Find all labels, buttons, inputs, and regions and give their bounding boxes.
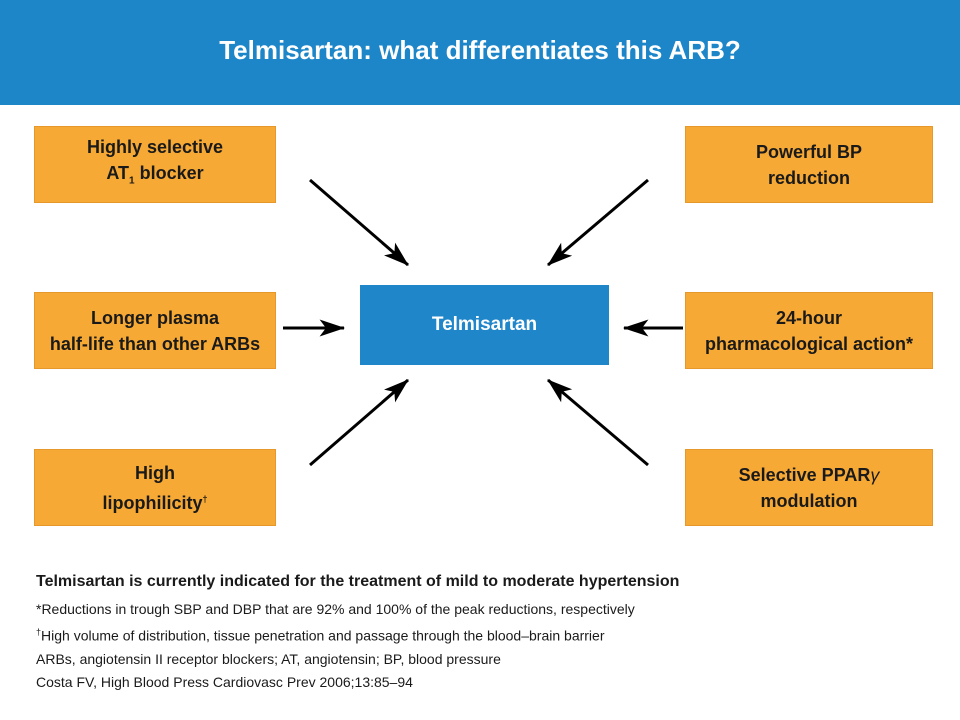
box-label-line: Highly selective — [86, 137, 224, 158]
box-label-line: 24-hour — [775, 307, 842, 328]
arrow-bottom-right — [547, 378, 649, 467]
box-label-line: Selective PPARγ — [739, 462, 880, 488]
center-label: Telmisartan — [431, 314, 538, 335]
footer: Telmisartan is currently indicated for t… — [36, 573, 936, 694]
dagger-mark: † — [36, 627, 42, 637]
box-label-line: AT1 blocker — [87, 160, 223, 195]
center-telmisartan-box: Telmisartan — [360, 285, 609, 365]
box-label-text: blocker — [134, 163, 204, 184]
footnote-text: High volume of distribution, tissue pene… — [41, 627, 605, 644]
footnote-distribution: †High volume of distribution, tissue pen… — [36, 621, 936, 648]
reference-citation: Costa FV, High Blood Press Cardiovasc Pr… — [36, 673, 413, 690]
box-label-text: lipophilicity — [102, 492, 203, 513]
box-label-line: modulation — [760, 490, 858, 511]
box-powerful-bp: Powerful BP reduction — [685, 126, 933, 203]
box-label-line: lipophilicity† — [102, 486, 207, 516]
box-longer-plasma: Longer plasma half-life than other ARBs — [34, 292, 276, 369]
box-label-text: Selective PPAR — [738, 464, 871, 485]
box-high-lipophilicity: High lipophilicity† — [34, 449, 276, 526]
box-selective-ppar: Selective PPARγ modulation — [685, 449, 933, 526]
arrow-top-left — [309, 178, 409, 267]
footnote-abbreviations: ARBs, angiotensin II receptor blockers; … — [36, 650, 501, 667]
dagger-mark: † — [202, 493, 208, 504]
box-label-line: High — [135, 462, 175, 483]
box-label-line: Longer plasma — [90, 307, 220, 328]
indication-statement: Telmisartan is currently indicated for t… — [36, 573, 680, 590]
box-24-hour: 24-hour pharmacological action* — [685, 292, 933, 369]
box-label-line: reduction — [767, 167, 850, 188]
page-title: Telmisartan: what differentiates this AR… — [219, 35, 741, 65]
box-label-line: half-life than other ARBs — [49, 333, 261, 354]
subscript: 1 — [129, 175, 135, 187]
box-highly-selective: Highly selective AT1 blocker — [34, 126, 276, 203]
box-label-line: Powerful BP — [755, 141, 862, 162]
gamma-symbol: γ — [870, 464, 880, 485]
box-label-text: AT — [106, 163, 130, 184]
box-label-line: pharmacological action* — [704, 333, 914, 354]
arrow-bottom-left — [309, 378, 409, 467]
arrow-top-right — [547, 178, 649, 267]
header-banner: Telmisartan: what differentiates this AR… — [0, 0, 960, 105]
footnote-reductions: *Reductions in trough SBP and DBP that a… — [36, 601, 635, 617]
